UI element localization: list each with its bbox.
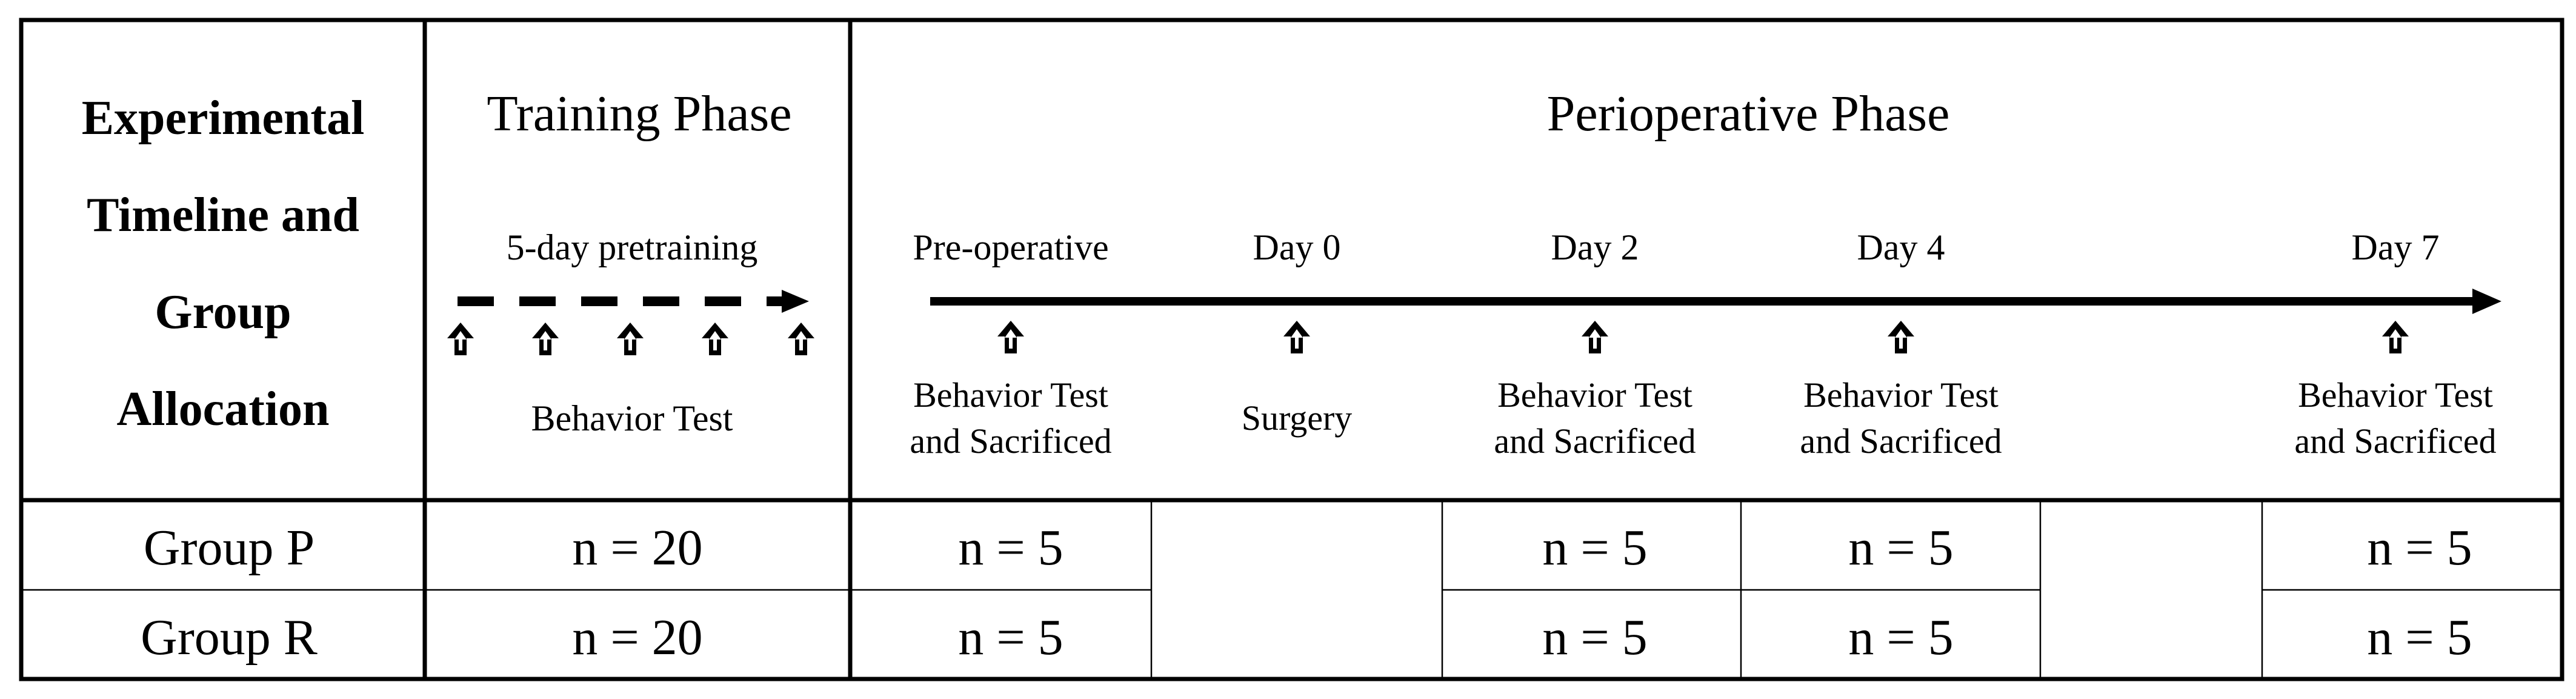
activity-line: and Sacrificed <box>910 421 1112 461</box>
group-p-preop-n: n = 5 <box>958 520 1063 576</box>
timepoint-activity-day0: Surgery <box>1242 395 1353 441</box>
up-arrow-icon <box>702 323 728 355</box>
timepoint-activity-day2: Behavior Test and Sacrificed <box>1494 372 1696 464</box>
group-p-day2-n: n = 5 <box>1542 520 1648 576</box>
training-dashed-arrow <box>458 290 809 313</box>
timepoint-label-day7: Day 7 <box>2351 227 2440 267</box>
group-p-name: Group P <box>143 520 315 576</box>
activity-line: Surgery <box>1241 398 1353 438</box>
up-arrow-icon <box>617 323 644 355</box>
group-r-day4-n: n = 5 <box>1848 609 1954 666</box>
up-arrow-icon <box>532 323 559 355</box>
group-p-day7-n: n = 5 <box>2367 520 2472 576</box>
group-p-training-n: n = 20 <box>572 520 703 576</box>
up-arrow-icon <box>1888 321 1914 353</box>
title-line-4: Allocation <box>116 383 330 436</box>
perioperative-phase-title: Perioperative Phase <box>1546 85 1950 142</box>
timepoint-activity-day7: Behavior Test and Sacrificed <box>2294 372 2496 464</box>
training-phase-title: Training Phase <box>487 85 792 142</box>
activity-line: Behavior Test <box>1803 375 1999 415</box>
timepoint-activity-day4: Behavior Test and Sacrificed <box>1800 372 2002 464</box>
group-r-name: Group R <box>141 609 318 666</box>
activity-line: and Sacrificed <box>2294 421 2497 461</box>
activity-line: and Sacrificed <box>1494 421 1696 461</box>
up-arrow-icon <box>1582 321 1608 353</box>
activity-line: Behavior Test <box>913 375 1108 415</box>
group-p-day4-n: n = 5 <box>1848 520 1954 576</box>
training-subtitle: 5-day pretraining <box>506 227 758 267</box>
group-r-training-n: n = 20 <box>572 609 703 666</box>
group-r-preop-n: n = 5 <box>958 609 1063 666</box>
activity-line: and Sacrificed <box>1800 421 2002 461</box>
up-arrow-icon <box>447 323 474 355</box>
timepoint-label-day2: Day 2 <box>1551 227 1639 267</box>
up-arrow-icon <box>997 321 1024 353</box>
activity-line: Behavior Test <box>1497 375 1692 415</box>
up-arrow-icon <box>788 323 814 355</box>
training-activity: Behavior Test <box>531 398 733 438</box>
up-arrow-icon <box>1283 321 1310 353</box>
activity-line: Behavior Test <box>2298 375 2493 415</box>
right-arrow-icon <box>930 289 2501 314</box>
title-line-2: Timeline and <box>87 189 359 242</box>
timepoint-label-preop: Pre-operative <box>913 227 1109 267</box>
up-arrow-icon <box>2382 321 2409 353</box>
title-line-1: Experimental <box>81 92 365 145</box>
title-line-3: Group <box>155 286 291 339</box>
timepoint-label-day0: Day 0 <box>1253 227 1341 267</box>
group-r-day7-n: n = 5 <box>2367 609 2472 666</box>
group-r-day2-n: n = 5 <box>1542 609 1648 666</box>
timepoint-activity-preop: Behavior Test and Sacrificed <box>910 372 1111 464</box>
timepoint-label-day4: Day 4 <box>1857 227 1945 267</box>
